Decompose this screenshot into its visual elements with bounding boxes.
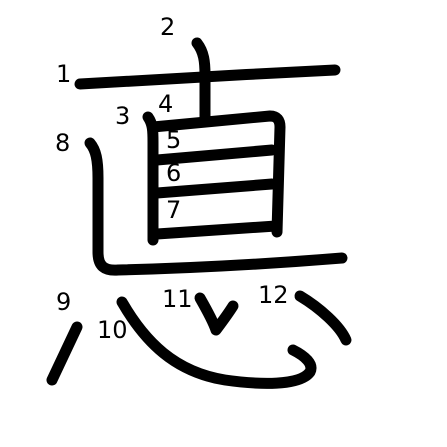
stroke-11 — [194, 292, 239, 336]
stroke-number-2: 2 — [160, 13, 175, 41]
stroke-2 — [191, 37, 211, 124]
stroke-number-10: 10 — [97, 316, 128, 344]
stroke-number-9: 9 — [56, 288, 71, 316]
stroke-3 — [142, 111, 159, 246]
stroke-10 — [116, 296, 317, 389]
stroke-9 — [46, 321, 83, 386]
stroke-8 — [84, 137, 348, 276]
stroke-number-8: 8 — [55, 129, 70, 157]
stroke-number-7: 7 — [166, 196, 181, 224]
stroke-number-labels: 1 2 3 4 5 6 7 8 9 10 11 12 — [55, 13, 289, 344]
stroke-number-11: 11 — [162, 285, 193, 313]
stroke-number-4: 4 — [158, 90, 173, 118]
stroke-number-12: 12 — [258, 281, 289, 309]
character-strokes — [46, 37, 352, 389]
stroke-7 — [151, 220, 282, 240]
stroke-12 — [294, 290, 352, 346]
stroke-4 — [147, 110, 286, 238]
stroke-number-1: 1 — [56, 60, 71, 88]
stroke-6 — [151, 178, 278, 199]
stroke-number-3: 3 — [115, 102, 130, 130]
stroke-number-6: 6 — [166, 159, 181, 187]
stroke-number-5: 5 — [166, 126, 181, 154]
stroke-5 — [151, 144, 278, 166]
